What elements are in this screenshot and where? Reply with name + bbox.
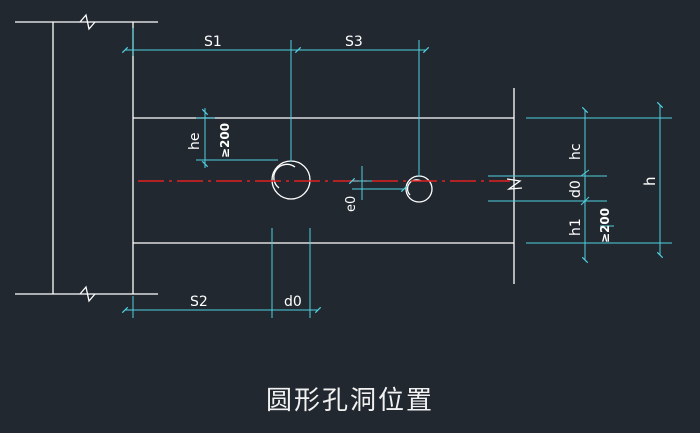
s1-label: S1 [204, 34, 222, 50]
d0-bottom-label: d0 [284, 294, 302, 310]
d0-right-label: d0 [568, 180, 584, 198]
h1-label: h1 [568, 218, 584, 236]
e0-label: e0 [344, 196, 359, 212]
break-symbol-top [79, 13, 96, 31]
he-label: he [187, 133, 203, 151]
dimension-lines [121, 28, 672, 318]
beam-break-symbol [506, 178, 523, 190]
s2-label: S2 [190, 294, 208, 310]
break-symbol-bottom [79, 285, 96, 303]
ge200-left-label: ≥200 [218, 123, 232, 158]
large-circular-hole [271, 160, 311, 200]
ge200-right-label: ≥200 [598, 208, 612, 243]
h-label: h [641, 176, 659, 186]
s3-label: S3 [345, 34, 363, 50]
small-hole-inner-arc [406, 179, 422, 196]
hc-label: hc [568, 143, 584, 160]
geometry [15, 13, 523, 303]
diagram-caption: 圆形孔洞位置 [265, 386, 434, 416]
large-hole-inner-arc [273, 163, 296, 189]
